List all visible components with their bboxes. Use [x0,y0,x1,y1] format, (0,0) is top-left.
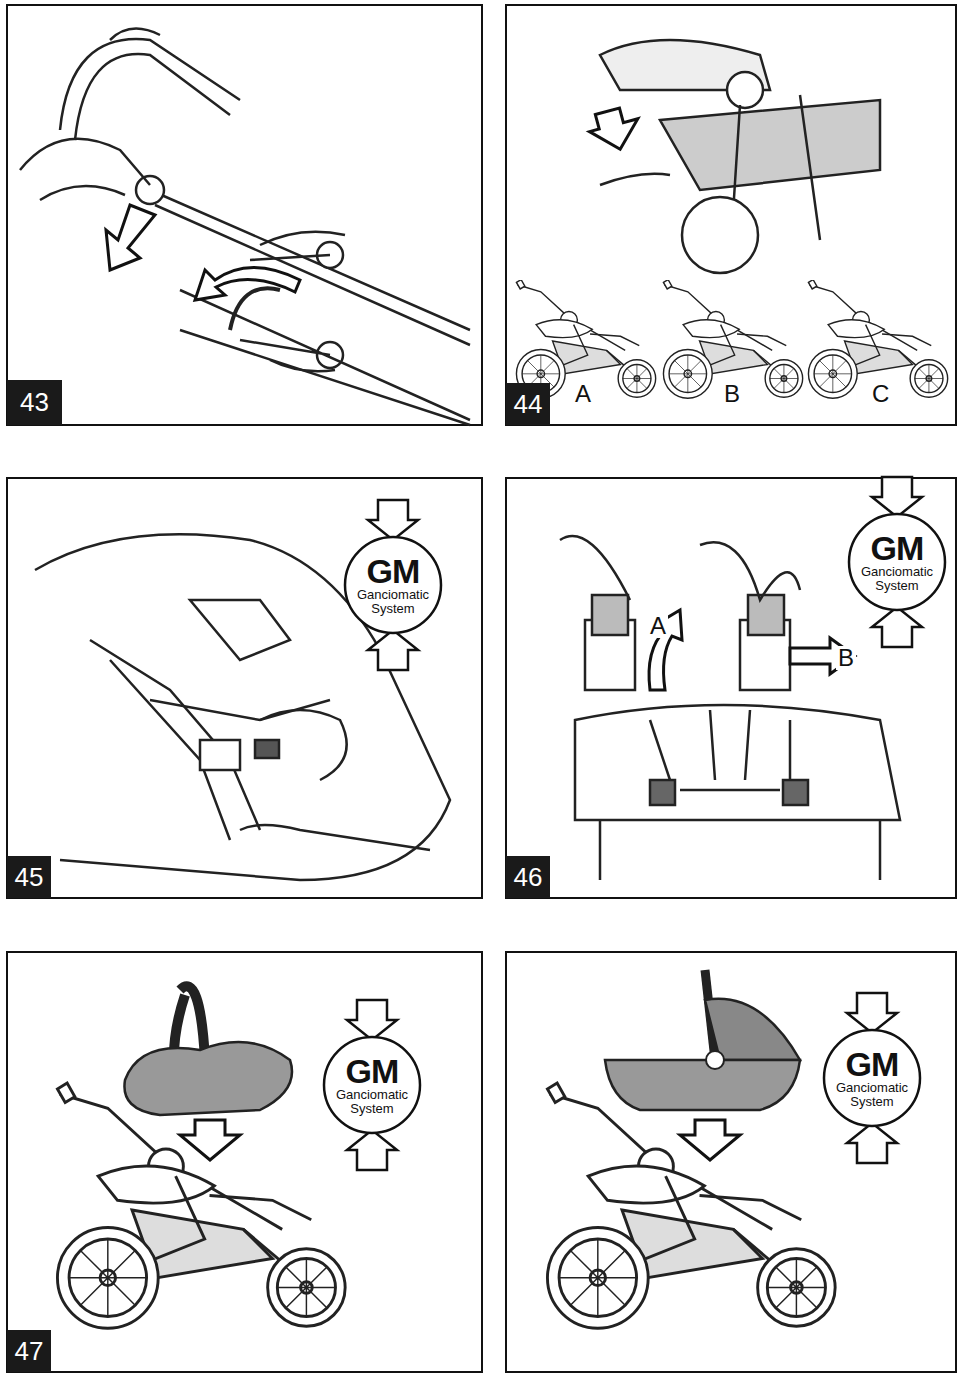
variant-letter: A [648,614,668,638]
step-number-text: 47 [15,1336,44,1367]
badge-text: Ganciomatic System [352,588,434,615]
badge-logo: GM [846,1047,899,1081]
variant-letter: B [722,382,742,406]
step-number-text: 45 [15,862,44,893]
step-number: 43 [7,380,62,425]
badge-logo: GM [871,531,924,565]
step-number: 47 [7,1330,51,1372]
gm-badge: GMGanciomatic System [343,535,443,635]
badge-text: Ganciomatic System [831,1081,913,1108]
variant-letter: A [573,382,593,406]
variant-letter: C [870,382,891,406]
step-number: 44 [506,383,550,425]
gm-badge: GMGanciomatic System [847,512,947,612]
badge-logo: GM [346,1054,399,1088]
step-number-text: 46 [514,862,543,893]
step-number-text: 44 [514,389,543,420]
gm-badge: GMGanciomatic System [822,1028,922,1128]
variant-letter: B [836,646,856,670]
badge-logo: GM [367,554,420,588]
badge-text: Ganciomatic System [331,1088,413,1115]
badge-text: Ganciomatic System [856,565,938,592]
step-number: 45 [7,856,51,898]
gm-badge: GMGanciomatic System [322,1035,422,1135]
step-number: 46 [506,856,550,898]
step-number-text: 43 [20,387,49,418]
